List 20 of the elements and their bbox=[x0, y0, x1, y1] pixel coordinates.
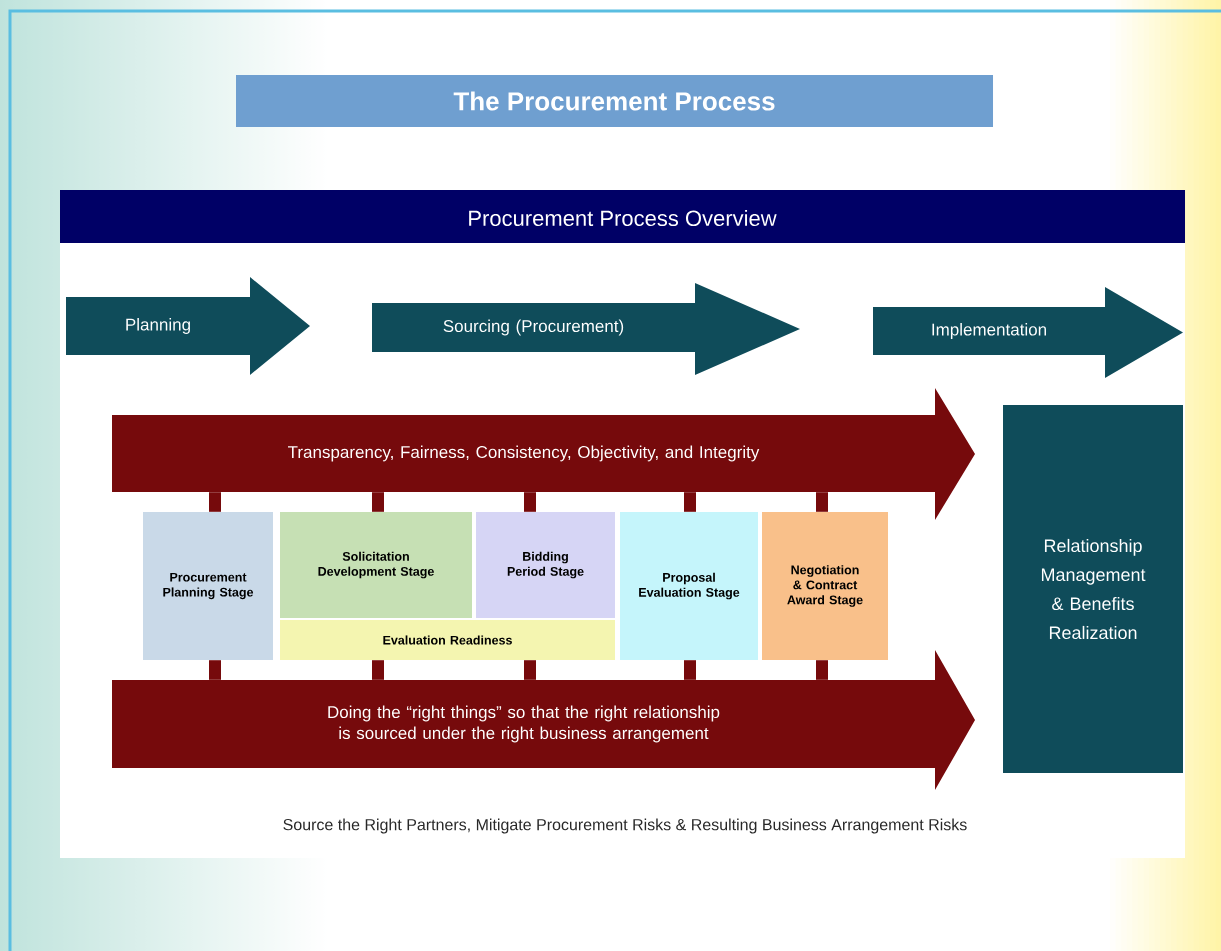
connector-bar bbox=[524, 492, 536, 512]
stage-box: Negotiation & Contract Award Stage bbox=[762, 512, 888, 660]
connector-bar bbox=[372, 492, 384, 512]
connector-bar bbox=[209, 492, 221, 512]
stage-box: Solicitation Development Stage bbox=[280, 512, 472, 618]
title-banner: The Procurement Process bbox=[236, 75, 993, 127]
connector-bar bbox=[816, 660, 828, 680]
stage-box: Procurement Planning Stage bbox=[143, 512, 273, 660]
readiness-band: Evaluation Readiness bbox=[280, 620, 615, 660]
connector-bar bbox=[684, 492, 696, 512]
connector-bar bbox=[684, 660, 696, 680]
outcome-box: Relationship Management & Benefits Realization bbox=[1003, 405, 1183, 773]
footer-note: Source the Right Partners, Mitigate Procurement Risks & Resulting Business Arrangement Risks bbox=[283, 818, 967, 834]
node-label: Procurement Process Overview bbox=[469, 209, 777, 227]
stage-box: Proposal Evaluation Stage bbox=[620, 512, 758, 660]
connector-bar bbox=[816, 492, 828, 512]
connector-bar bbox=[372, 660, 384, 680]
connector-bar bbox=[209, 660, 221, 680]
connector-bar bbox=[524, 660, 536, 680]
stage-box: Bidding Period Stage bbox=[476, 512, 615, 618]
